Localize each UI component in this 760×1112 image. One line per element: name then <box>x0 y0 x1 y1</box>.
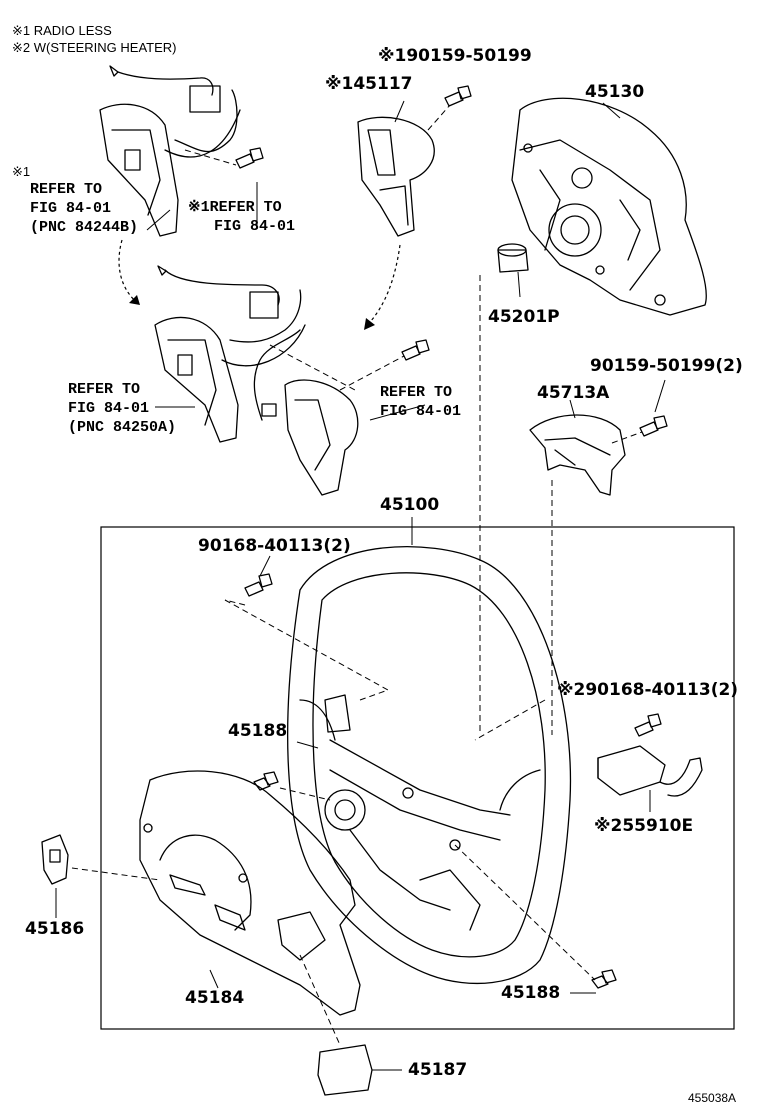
label-ref1-b: FIG 84-01 <box>30 200 112 217</box>
label-ref4-a: REFER TO <box>380 384 453 401</box>
assembly-frame <box>100 526 735 1030</box>
label-45188-b: 45188 <box>501 983 561 1003</box>
figure-code: 455038A <box>688 1091 737 1105</box>
label-90159-50199: 90159-50199(2) <box>590 356 743 376</box>
screw-90168-a <box>244 573 273 597</box>
screw-45188-a <box>253 771 279 791</box>
label-ref1-a: REFER TO <box>30 181 103 198</box>
label-90168-b: ※290168-40113(2) <box>557 680 739 700</box>
label-ref1-mark: ※1 <box>12 164 31 179</box>
label-55910e: ※255910E <box>594 816 694 836</box>
screw-45188-b <box>591 969 617 989</box>
label-45187: 45187 <box>408 1060 468 1080</box>
screw-middle <box>401 339 430 361</box>
note-radio-less: ※1 RADIO LESS <box>12 23 112 38</box>
clip-45186 <box>41 834 69 885</box>
switch-cover-right-middle <box>253 329 359 496</box>
bracket-45713a <box>529 414 626 496</box>
screw-left-top <box>235 147 264 169</box>
label-90168-a: 90168-40113(2) <box>198 536 351 556</box>
lower-cover-45184 <box>139 770 361 1016</box>
label-ref3-a: REFER TO <box>68 381 141 398</box>
airbag-45130 <box>511 97 707 316</box>
label-190159: ※190159-50199 <box>378 46 532 66</box>
screw-90168-b <box>634 713 662 737</box>
note-steering-heater: ※2 W(STEERING HEATER) <box>12 40 177 55</box>
switch-cover-left-top <box>99 65 241 237</box>
switch-45117 <box>357 116 435 237</box>
label-ref3-b: FIG 84-01 <box>68 400 150 417</box>
label-ref1-c: (PNC 84244B) <box>30 219 139 236</box>
label-45186: 45186 <box>25 919 85 939</box>
label-45188-a: 45188 <box>228 721 288 741</box>
steering-wheel-45100 <box>287 546 572 984</box>
cap-45187 <box>317 1044 373 1096</box>
switch-cover-left-middle <box>154 265 306 443</box>
label-ref2-a: ※1REFER TO <box>188 199 282 216</box>
label-45184: 45184 <box>185 988 245 1008</box>
nut-45201p <box>497 243 529 273</box>
label-45130: 45130 <box>585 82 645 102</box>
screw-190159 <box>444 85 472 107</box>
label-45201p: 45201P <box>488 307 560 327</box>
heater-unit-55910e <box>597 745 703 797</box>
label-ref4-b: FIG 84-01 <box>380 403 462 420</box>
label-ref2-b: FIG 84-01 <box>214 218 296 235</box>
label-45117: ※145117 <box>325 74 413 94</box>
screw-90159 <box>639 415 668 437</box>
label-ref3-c: (PNC 84250A) <box>68 419 177 436</box>
label-45713a: 45713A <box>537 383 610 403</box>
label-45100: 45100 <box>380 495 440 515</box>
